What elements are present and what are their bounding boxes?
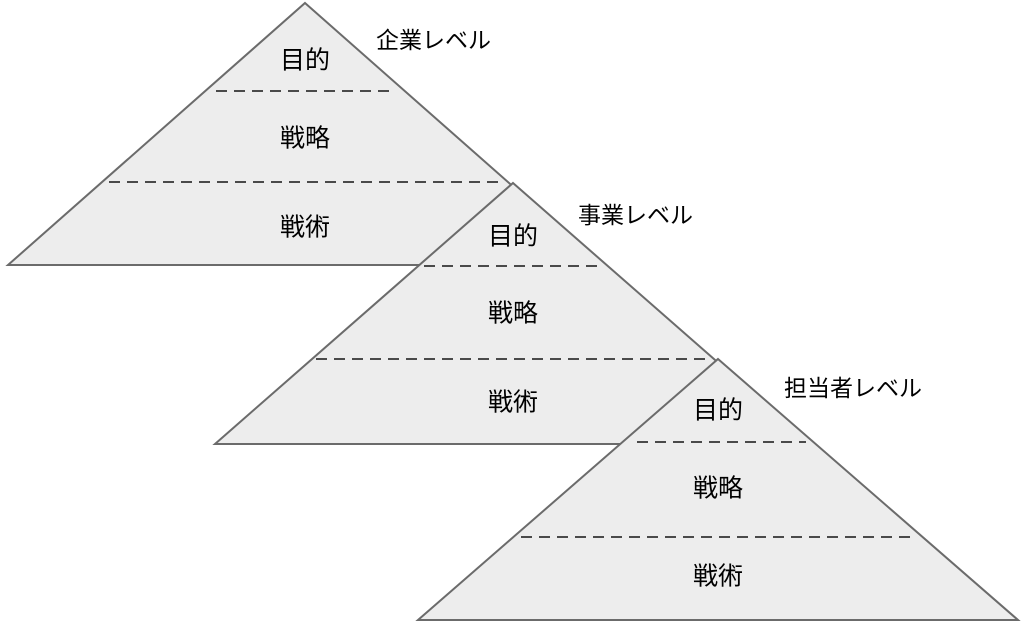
pyramid-enterprise-tier-tactics: 戦術 <box>280 214 330 242</box>
pyramid-business-tier-tactics: 戦術 <box>488 389 538 417</box>
pyramid-staff-tier-strategy: 戦略 <box>693 475 743 503</box>
pyramid-staff[interactable]: 目的 戦略 戦術 <box>415 357 1021 621</box>
pyramid-business-tier-strategy: 戦略 <box>488 300 538 328</box>
pyramid-business-tier-purpose: 目的 <box>488 223 538 251</box>
level-label-enterprise: 企業レベル <box>376 27 491 53</box>
pyramid-business[interactable]: 目的 戦略 戦術 <box>212 181 814 445</box>
level-label-staff: 担当者レベル <box>784 375 922 401</box>
pyramid-enterprise-tier-purpose: 目的 <box>280 47 330 75</box>
pyramid-staff-tier-tactics: 戦術 <box>693 563 743 591</box>
pyramid-business-shape <box>212 181 814 445</box>
level-label-business: 事業レベル <box>578 202 693 228</box>
pyramid-staff-tier-purpose: 目的 <box>693 397 743 425</box>
pyramid-enterprise-shape <box>5 1 605 266</box>
pyramid-staff-shape <box>415 357 1021 621</box>
pyramid-enterprise-tier-strategy: 戦略 <box>280 125 330 153</box>
pyramid-enterprise[interactable]: 目的 戦略 戦術 <box>5 1 605 266</box>
